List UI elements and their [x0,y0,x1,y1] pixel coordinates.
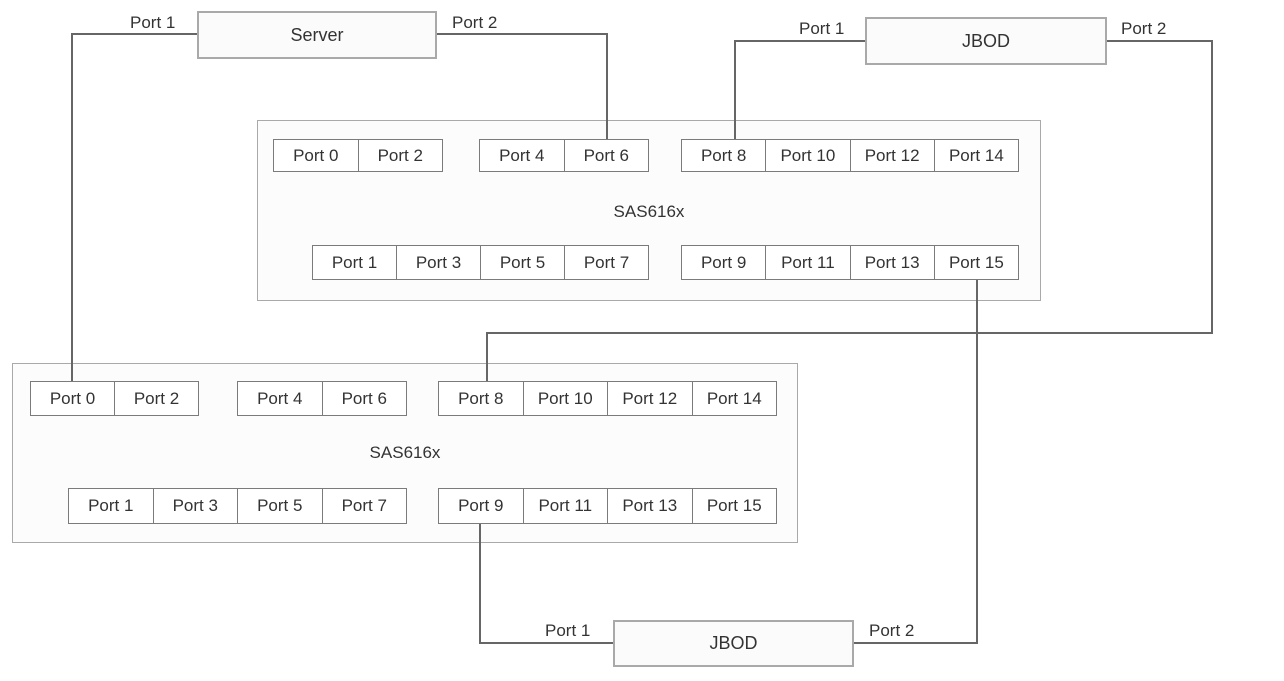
port-cell-top-port-12: Port 12 [849,140,934,171]
port-cell-top-port-4: Port 4 [499,145,545,165]
port-cell-top-port-10: Port 10 [765,140,849,171]
device-server-label: Server [290,24,344,45]
port-cell-bottom-port-8: Port 8 [458,388,504,408]
port-cell-top-port-7: Port 7 [564,246,648,279]
port-cell-bottom-port-4: Port 4 [257,388,303,408]
port-cell-bottom-port-9: Port 9 [458,496,504,515]
device-jbod-bottom-label: JBOD [709,633,758,653]
port-cell-bottom-port-7: Port 7 [321,489,407,523]
port-cell-top-port-9: Port 9 [700,252,747,272]
port-group-bottom-row1-g1: Port 0 Port 2 [30,381,199,416]
device-server: Server [197,11,437,59]
port-cell-bottom-port-5: Port 5 [237,489,322,523]
switch-top-label: SAS616x [613,202,685,221]
wire-server-port1-to-lower-switch-port0 [71,33,197,381]
port-cell-bottom-port-10: Port 10 [522,382,608,415]
port-cell-top-port-3: Port 3 [396,246,480,279]
port-cell-top-port-2: Port 2 [357,140,443,171]
port-cell-top-port-0: Port 0 [293,145,339,165]
port-label-jbod-bottom-2: Port 2 [869,621,915,640]
port-cell-top-port-13: Port 13 [849,246,934,279]
port-label-jbod-top-2: Port 2 [1121,19,1167,38]
port-cell-top-port-5: Port 5 [480,246,564,279]
port-cell-top-port-14: Port 14 [933,140,1018,171]
device-jbod-bottom: JBOD [613,620,854,667]
port-cell-bottom-port-1: Port 1 [88,496,134,515]
port-cell-top-port-15: Port 15 [933,246,1018,279]
port-cell-bottom-port-3: Port 3 [152,489,238,523]
port-cell-top-port-6: Port 6 [563,140,649,171]
port-cell-bottom-port-11: Port 11 [522,489,608,523]
port-cell-bottom-port-15: Port 15 [691,489,777,523]
device-jbod-top-label: JBOD [961,30,1010,51]
port-group-top-row1-g1: Port 0 Port 2 [273,139,443,172]
port-group-top-row1-g2: Port 4 Port 6 [479,139,649,172]
wire-upper-switch-port15-to-lower-jbod-port2 [854,280,978,644]
switch-bottom-label: SAS616x [369,443,441,462]
port-cell-bottom-port-12: Port 12 [607,382,692,415]
port-label-jbod-top-1: Port 1 [799,19,845,38]
port-cell-bottom-port-2: Port 2 [114,382,198,415]
port-label-server-1: Port 1 [130,13,176,32]
port-cell-bottom-port-0: Port 0 [49,388,96,408]
port-cell-top-port-8: Port 8 [700,145,747,165]
port-cell-bottom-port-13: Port 13 [607,489,692,523]
port-group-bottom-row1-g2: Port 4 Port 6 [237,381,407,416]
port-cell-top-port-11: Port 11 [765,246,849,279]
port-cell-bottom-port-14: Port 14 [691,382,777,415]
port-cell-top-port-1: Port 1 [331,252,378,272]
port-label-server-2: Port 2 [452,13,498,32]
port-label-jbod-bottom-1: Port 1 [545,621,591,640]
port-cell-bottom-port-6: Port 6 [321,382,407,415]
device-jbod-top: JBOD [865,17,1107,65]
